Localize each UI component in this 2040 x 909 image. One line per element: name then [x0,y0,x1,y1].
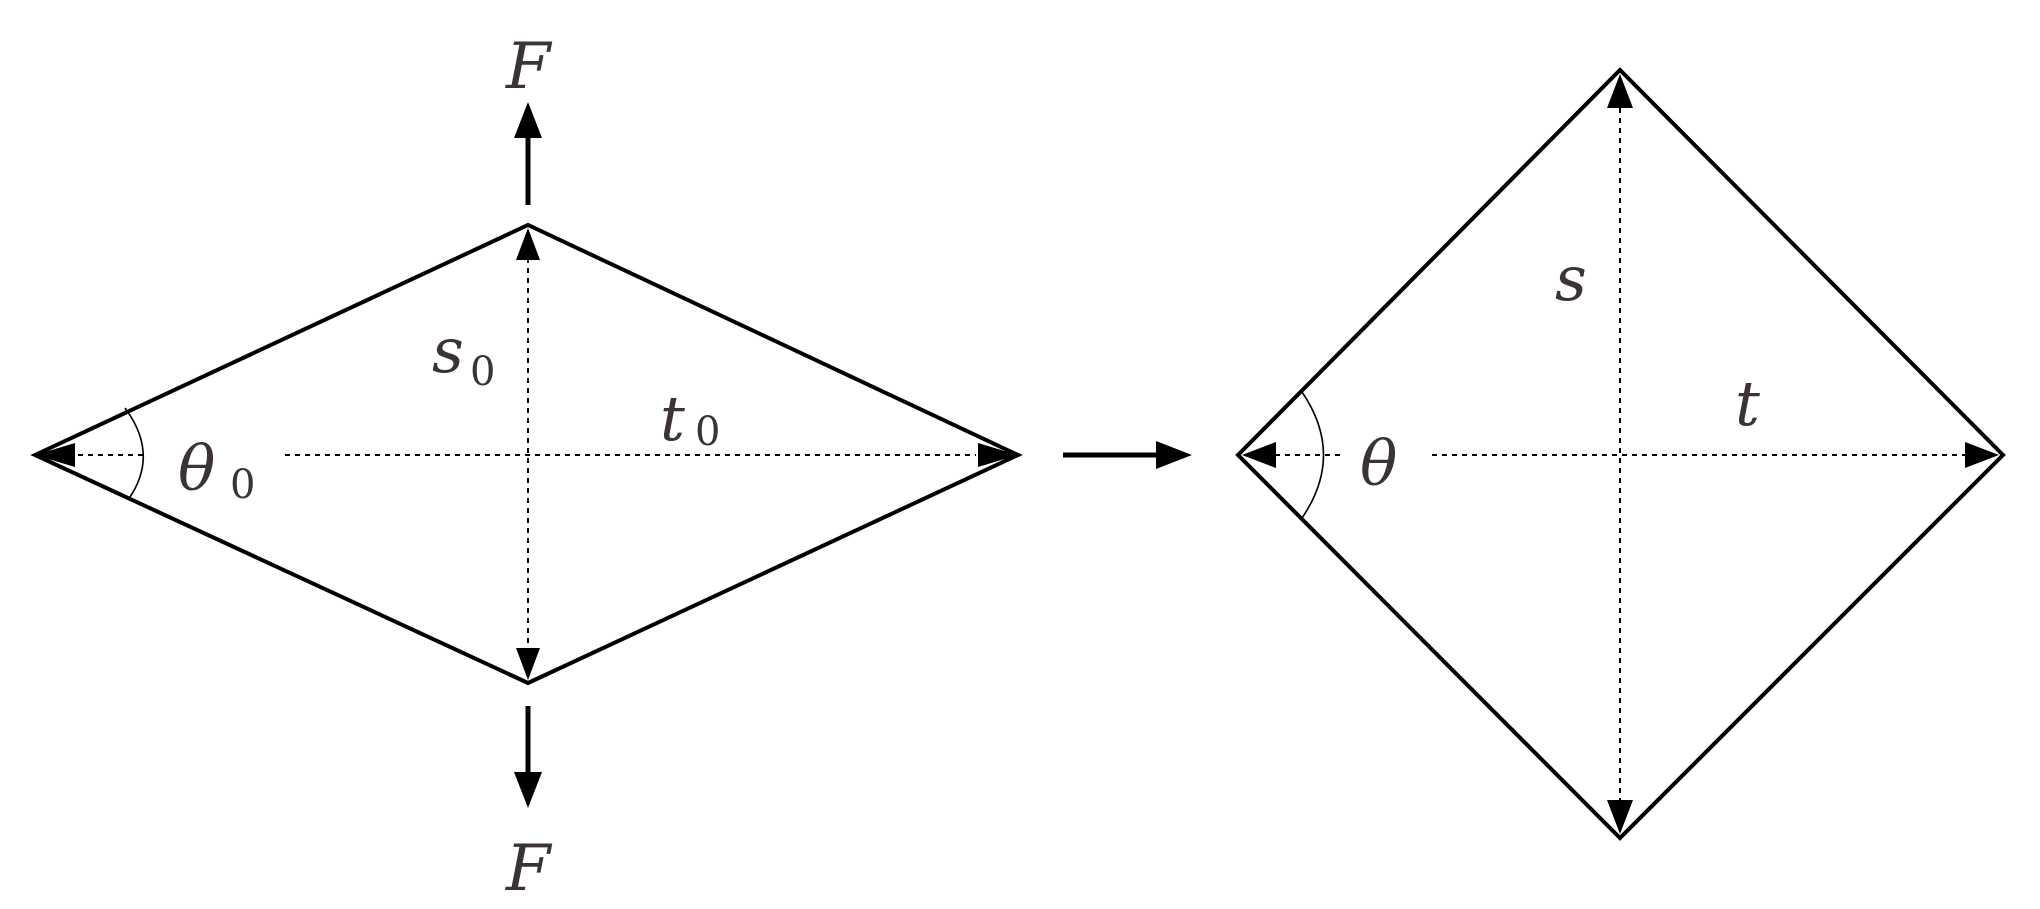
final-horizontal-arrowhead-left [1242,442,1276,468]
final-rhombus-outline [1235,67,2006,841]
right-corner-wedge [978,443,1018,467]
initial-vertical-arrowhead-bottom [516,648,540,680]
final-vertical-arrowhead-bottom [1607,800,1633,834]
transition-arrow [1063,441,1192,469]
initial-vertical-label: s 0 [432,314,495,395]
initial-vertical-symbol: s [432,314,464,387]
left-corner-wedge [35,443,75,467]
final-vertical-arrowhead-top [1607,74,1633,108]
force-arrow-top-head [514,102,542,138]
force-label-bottom: F [505,832,553,906]
force-label-top: F [505,30,553,104]
initial-angle-label: θ 0 [178,432,255,508]
initial-angle-symbol: θ [178,432,215,505]
transition-arrow-head [1156,441,1192,469]
final-vertical-label: s [1555,242,1587,315]
final-angle-label: θ [1360,427,1397,500]
initial-angle-arc [124,407,145,501]
final-angle-arc [1301,391,1325,519]
initial-angle-subscript: 0 [230,462,255,508]
final-horizontal-label: t [1735,367,1760,440]
initial-rhombus: F F s 0 t 0 θ 0 [30,30,1023,906]
initial-horizontal-subscript: 0 [695,409,720,455]
initial-horizontal-label: t 0 [660,382,720,455]
final-rhombus: s t θ [1235,67,2006,841]
initial-horizontal-symbol: t [660,382,685,455]
initial-vertical-arrowhead-top [516,228,540,260]
final-horizontal-arrowhead-right [1965,442,1999,468]
force-arrow-bottom-head [514,772,542,808]
initial-vertical-subscript: 0 [470,349,495,395]
